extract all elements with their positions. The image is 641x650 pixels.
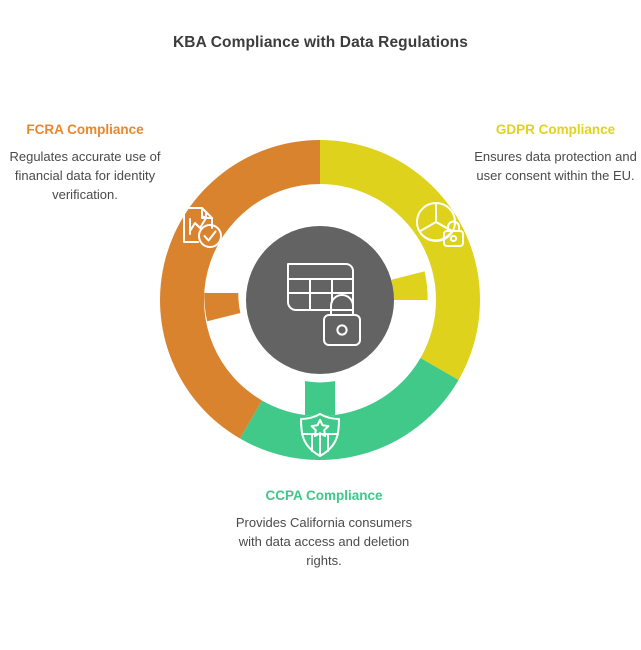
center-circle[interactable]	[246, 226, 394, 374]
donut-chart	[160, 140, 480, 460]
block-fcra: FCRA Compliance Regulates accurate use o…	[4, 122, 166, 205]
document-chart-check-icon	[183, 207, 222, 248]
donut-svg	[160, 140, 480, 460]
segment-ccpa-ring[interactable]	[240, 358, 459, 460]
segment-gdpr[interactable]	[320, 140, 480, 380]
gdpr-heading: GDPR Compliance	[495, 122, 616, 137]
fcra-description: Regulates accurate use of financial data…	[9, 149, 161, 203]
segment-fcra[interactable]	[160, 140, 320, 439]
segment-gdpr-tab	[391, 271, 428, 300]
ccpa-heading: CCPA Compliance	[265, 488, 383, 503]
segment-ccpa-tab	[305, 381, 335, 417]
gdpr-description: Ensures data protection and user consent…	[474, 149, 637, 184]
segment-ccpa[interactable]	[240, 358, 459, 460]
shield-star-icon	[300, 413, 340, 457]
fcra-heading: FCRA Compliance	[26, 122, 144, 137]
block-gdpr: GDPR Compliance Ensures data protection …	[474, 122, 637, 185]
segment-fcra-tab	[204, 293, 241, 322]
pie-chart-lock-icon	[416, 202, 464, 247]
segment-fcra-ring[interactable]	[160, 140, 320, 439]
page-title: KBA Compliance with Data Regulations	[173, 34, 468, 51]
table-lock-icon	[287, 263, 361, 346]
ccpa-description: Provides California consumers with data …	[235, 515, 413, 569]
lock-body	[323, 314, 361, 346]
center-disc[interactable]	[246, 226, 394, 374]
segment-gdpr-ring[interactable]	[320, 140, 480, 380]
block-ccpa: CCPA Compliance Provides California cons…	[230, 488, 418, 571]
